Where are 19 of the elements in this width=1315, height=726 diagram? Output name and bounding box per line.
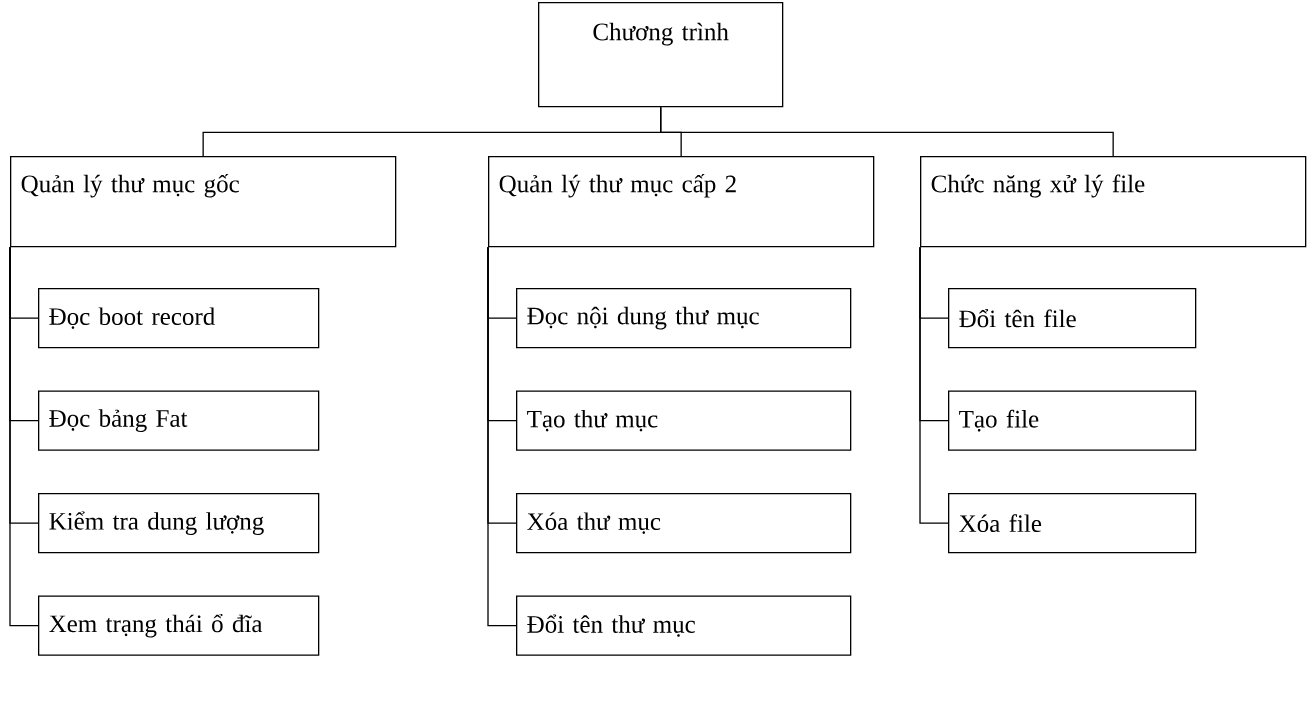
connector-line [919,246,949,524]
function-box: Kiểm tra dung lượng [38,493,320,554]
root-box: Chương trình [538,2,784,108]
function-box: Đổi tên thư mục [516,595,852,656]
function-box: Xóa file [948,493,1197,554]
function-box: Xóa thư mục [516,493,852,554]
function-box: Đọc boot record [38,288,320,349]
connector-line [660,106,1114,157]
function-box: Đọc bảng Fat [38,390,320,451]
connector-line [9,246,39,627]
module-box: Quản lý thư mục cấp 2 [488,156,875,248]
module-box: Chức năng xử lý file [920,156,1307,248]
function-box: Đọc nội dung thư mục [516,288,852,349]
function-box: Đổi tên file [948,288,1197,349]
module-box: Quản lý thư mục gốc [10,156,397,248]
function-box: Tạo file [948,390,1197,451]
function-box: Xem trạng thái ổ đĩa [38,595,320,656]
connector-line [487,246,517,627]
function-box: Tạo thư mục [516,390,852,451]
